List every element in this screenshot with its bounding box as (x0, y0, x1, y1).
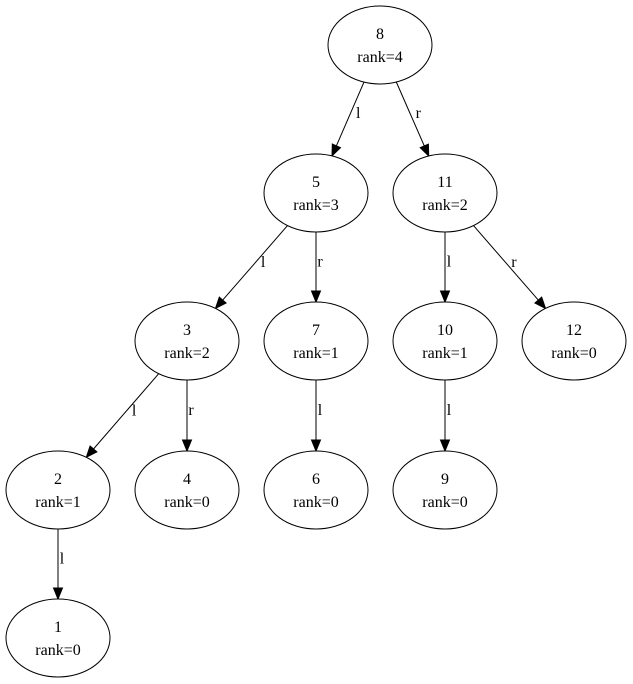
node-rank: rank=4 (357, 49, 402, 66)
edge-8-to-11: r (395, 81, 430, 158)
node-ellipse (134, 301, 240, 381)
edge-label: l (60, 551, 65, 568)
arrowhead (439, 290, 451, 304)
tree-node-9: 9 rank=0 (392, 450, 498, 530)
node-ellipse (327, 5, 433, 85)
edge-3-to-2: l (85, 373, 160, 459)
tree-node-8: 8 rank=4 (327, 5, 433, 85)
edge-line (222, 225, 288, 301)
edge-10-to-9: l (439, 380, 452, 453)
node-ellipse (521, 301, 627, 381)
node-key: 12 (566, 322, 582, 339)
edge-5-to-3: l (214, 225, 288, 310)
edge-label: r (416, 105, 422, 122)
edges-layer: l r l r l r l r l l l (52, 81, 547, 601)
node-key: 1 (54, 619, 62, 636)
node-rank: rank=0 (293, 494, 338, 511)
node-rank: rank=1 (35, 494, 80, 511)
edge-11-to-10: l (439, 232, 452, 304)
tree-node-1: 1 rank=0 (5, 598, 111, 678)
tree-node-3: 3 rank=2 (134, 301, 240, 381)
node-ellipse (392, 301, 498, 381)
tree-node-7: 7 rank=1 (263, 301, 369, 381)
arrowhead (52, 587, 64, 601)
edge-label: l (447, 254, 452, 271)
node-rank: rank=0 (551, 345, 596, 362)
node-ellipse (5, 450, 111, 530)
tree-node-2: 2 rank=1 (5, 450, 111, 530)
node-ellipse (392, 153, 498, 233)
edge-11-to-12: r (473, 225, 547, 310)
tree-node-6: 6 rank=0 (263, 450, 369, 530)
node-rank: rank=2 (422, 197, 467, 214)
node-key: 8 (376, 26, 384, 43)
tree-node-5: 5 rank=3 (263, 153, 369, 233)
edge-label: l (447, 402, 452, 419)
node-key: 2 (54, 471, 62, 488)
node-key: 6 (312, 471, 320, 488)
tree-node-4: 4 rank=0 (134, 450, 240, 530)
node-key: 9 (441, 471, 449, 488)
node-key: 3 (183, 322, 191, 339)
edge-3-to-4: r (181, 380, 194, 453)
edge-line (473, 225, 539, 301)
node-rank: rank=0 (422, 494, 467, 511)
nodes-layer: 8 rank=4 5 rank=3 11 rank=2 3 rank=2 7 rank=1 10 ra… (5, 5, 627, 678)
node-rank: rank=2 (164, 345, 209, 362)
arrowhead (214, 296, 227, 310)
edge-line (335, 81, 365, 146)
arrowhead (85, 445, 98, 459)
node-rank: rank=3 (293, 197, 338, 214)
node-rank: rank=1 (422, 345, 467, 362)
edge-label: l (261, 254, 266, 271)
arrowhead (310, 290, 322, 304)
edge-label: r (188, 402, 194, 419)
node-key: 7 (312, 322, 320, 339)
node-key: 10 (437, 322, 453, 339)
node-rank: rank=0 (35, 642, 80, 659)
tree-node-10: 10 rank=1 (392, 301, 498, 381)
node-ellipse (392, 450, 498, 530)
edge-2-to-1: l (52, 529, 65, 601)
node-rank: rank=0 (164, 494, 209, 511)
tree-node-11: 11 rank=2 (392, 153, 498, 233)
node-key: 4 (183, 471, 191, 488)
node-ellipse (263, 301, 369, 381)
arrowhead (439, 439, 451, 453)
edge-label: l (318, 402, 323, 419)
node-ellipse (5, 598, 111, 678)
edge-label: l (356, 105, 361, 122)
arrowhead (181, 439, 193, 453)
node-ellipse (134, 450, 240, 530)
edge-line (395, 81, 425, 147)
edge-line (93, 373, 160, 450)
node-key: 11 (437, 174, 452, 191)
node-ellipse (263, 153, 369, 233)
edge-label: r (317, 254, 323, 271)
edge-label: r (511, 254, 517, 271)
arrowhead (331, 143, 342, 158)
arrowhead (310, 439, 322, 453)
edge-7-to-6: l (310, 380, 323, 453)
tree-node-12: 12 rank=0 (521, 301, 627, 381)
edge-5-to-7: r (310, 232, 323, 304)
edge-8-to-5: l (331, 81, 365, 158)
node-rank: rank=1 (293, 345, 338, 362)
arrowhead (534, 296, 547, 310)
node-ellipse (263, 450, 369, 530)
edge-label: l (132, 402, 137, 419)
node-key: 5 (312, 174, 320, 191)
arrowhead (419, 143, 430, 158)
